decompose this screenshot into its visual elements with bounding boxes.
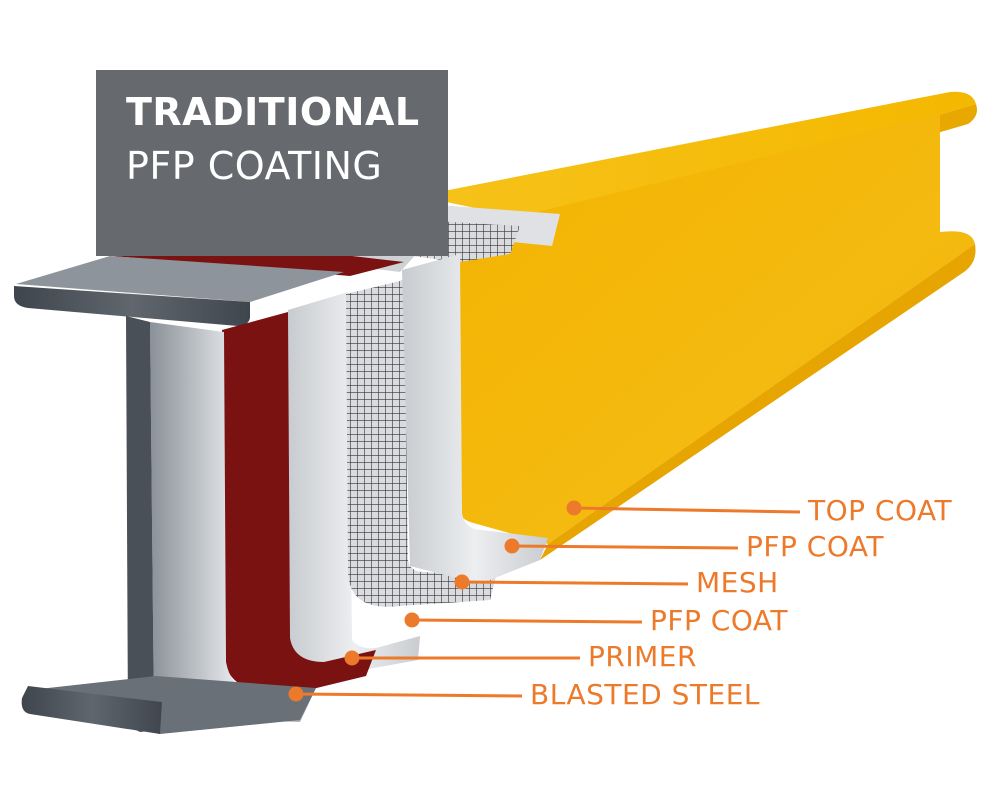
pfp-coat-outer-web [402,254,548,584]
title-box: TRADITIONAL PFP COATING [96,70,448,256]
leader-pfp-coat-outer [511,544,739,550]
leader-dot-pfp-coat-outer [504,538,520,554]
steel-web [150,322,316,722]
label-mesh: MESH [696,566,779,599]
leader-pfp-coat-inner [411,618,643,624]
label-pfp-coat-inner: PFP COAT [650,604,788,637]
leader-dot-top-coat [566,500,582,516]
top-coat-web [455,114,975,544]
top-coat-bottom-flange [540,244,976,560]
label-primer: PRIMER [588,640,697,673]
steel-bottom-flange-face [21,686,162,734]
label-pfp-coat-outer: PFP COAT [746,530,884,563]
title-line-1: TRADITIONAL [126,90,420,134]
label-blasted-steel: BLASTED STEEL [530,678,760,711]
steel-top-flange-face [14,286,250,326]
leader-dot-pfp-coat-inner [404,612,420,628]
primer-web [222,312,376,694]
leader-dot-mesh [454,574,470,590]
label-top-coat: TOP COAT [808,494,953,527]
steel-top-flange [16,256,344,302]
top-coat-flange [418,91,976,226]
mesh-web [346,280,496,607]
title-line-2: PFP COATING [126,144,383,188]
leader-lines [288,500,801,702]
leader-blasted-steel [295,692,523,698]
leader-dot-primer [344,650,360,666]
pfp-coat-inner-web [288,292,420,674]
leader-dot-blasted-steel [288,686,304,702]
steel-web-face [126,316,154,732]
leader-top-coat [573,506,801,514]
leader-mesh [461,580,689,586]
